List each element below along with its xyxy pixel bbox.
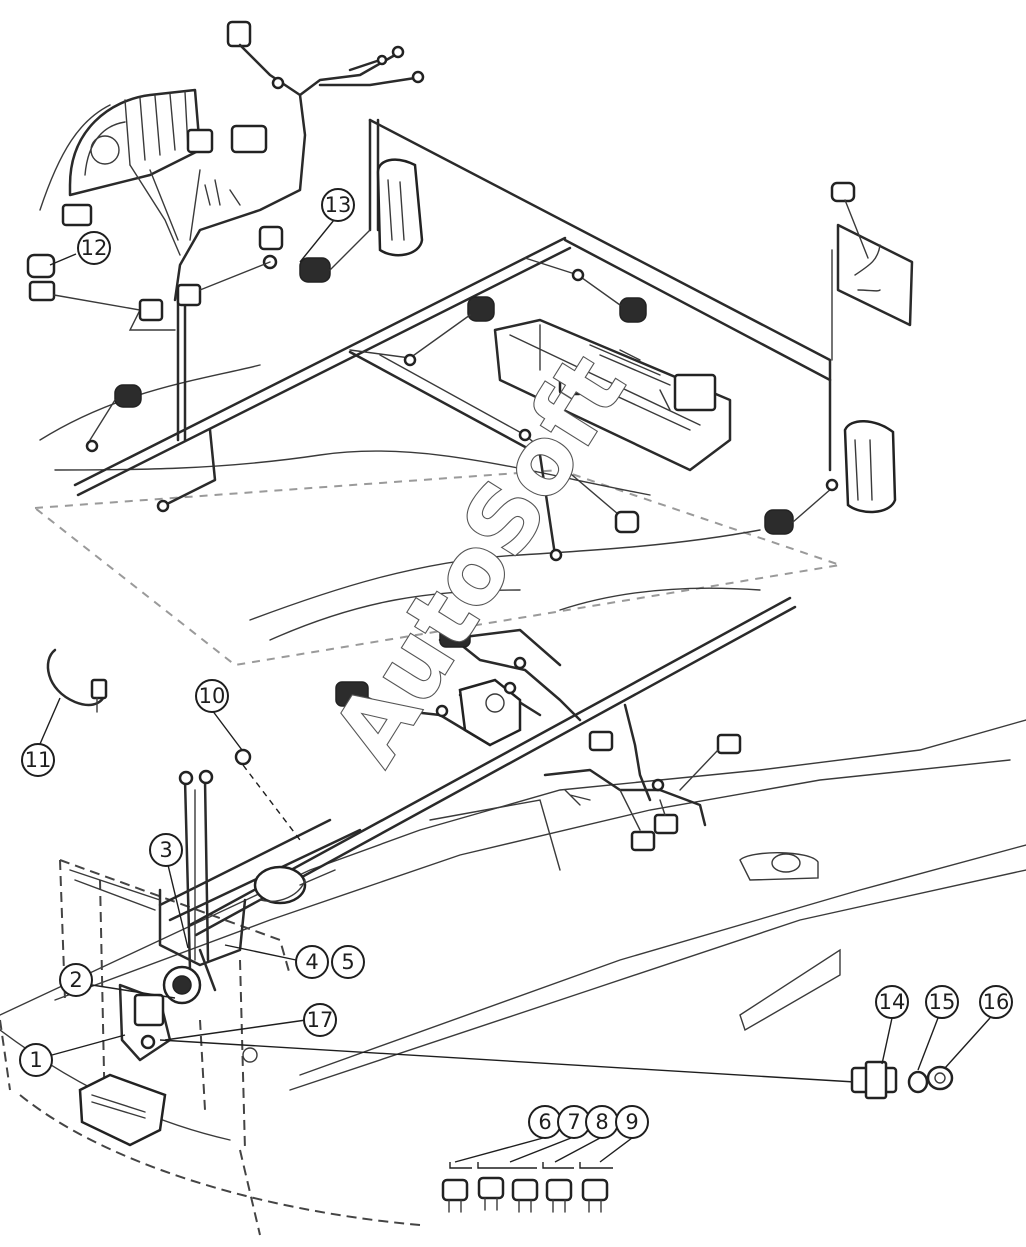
callout-9: 9 — [615, 1105, 649, 1139]
upper-floor-outline — [32, 104, 841, 667]
svg-text:16: 16 — [983, 990, 1010, 1014]
callout-2: 2 — [59, 963, 93, 997]
callout-3: 3 — [149, 833, 183, 867]
callout-14: 14 — [875, 985, 909, 1019]
fuse — [441, 1178, 469, 1213]
fuse-bracket — [493, 318, 732, 472]
svg-text:4: 4 — [305, 950, 318, 974]
callout-7: 7 — [557, 1105, 591, 1139]
svg-text:3: 3 — [159, 838, 172, 862]
callout-6: 6 — [528, 1105, 562, 1139]
upper-connectors — [26, 225, 839, 562]
callout-10: 10 — [195, 679, 229, 713]
fuse — [477, 1176, 505, 1211]
fuse-row — [441, 1162, 613, 1213]
svg-text:5: 5 — [341, 950, 354, 974]
loose-parts — [46, 648, 301, 841]
steering-column-area — [69, 769, 247, 1062]
svg-text:17: 17 — [307, 1008, 334, 1032]
svg-text:8: 8 — [595, 1110, 608, 1134]
callout-5: 5 — [331, 945, 365, 979]
fuse — [511, 1178, 539, 1213]
svg-text:12: 12 — [81, 236, 108, 260]
svg-text:13: 13 — [325, 193, 352, 217]
callout-11: 11 — [21, 743, 55, 777]
callout-15: 15 — [925, 985, 959, 1019]
svg-text:9: 9 — [625, 1110, 638, 1134]
callout-4: 4 — [295, 945, 329, 979]
svg-text:1: 1 — [29, 1048, 42, 1072]
callout-13: 13 — [321, 188, 355, 222]
svg-text:11: 11 — [25, 748, 52, 772]
callout-1: 1 — [19, 1043, 53, 1077]
instrument-cluster — [61, 20, 268, 227]
svg-text:2: 2 — [69, 968, 82, 992]
callout-17: 17 — [303, 1003, 337, 1037]
upper-cross-tube — [73, 118, 832, 513]
callout-8: 8 — [585, 1105, 619, 1139]
svg-text:10: 10 — [199, 684, 226, 708]
svg-text:15: 15 — [929, 990, 956, 1014]
fuse-holder-assembly — [159, 1039, 954, 1100]
callout-leaders — [39, 219, 991, 1163]
lamp-units — [376, 158, 914, 514]
callout-12: 12 — [77, 231, 111, 265]
upper-harness — [129, 43, 425, 302]
battery — [78, 1073, 167, 1147]
lower-body-outline — [0, 719, 1026, 1236]
fuse — [581, 1178, 609, 1213]
svg-text:14: 14 — [879, 990, 906, 1014]
lower-harness-tube — [158, 596, 797, 937]
fuse — [545, 1178, 573, 1213]
svg-text:6: 6 — [538, 1110, 551, 1134]
callout-16: 16 — [979, 985, 1013, 1019]
svg-text:7: 7 — [567, 1110, 580, 1134]
